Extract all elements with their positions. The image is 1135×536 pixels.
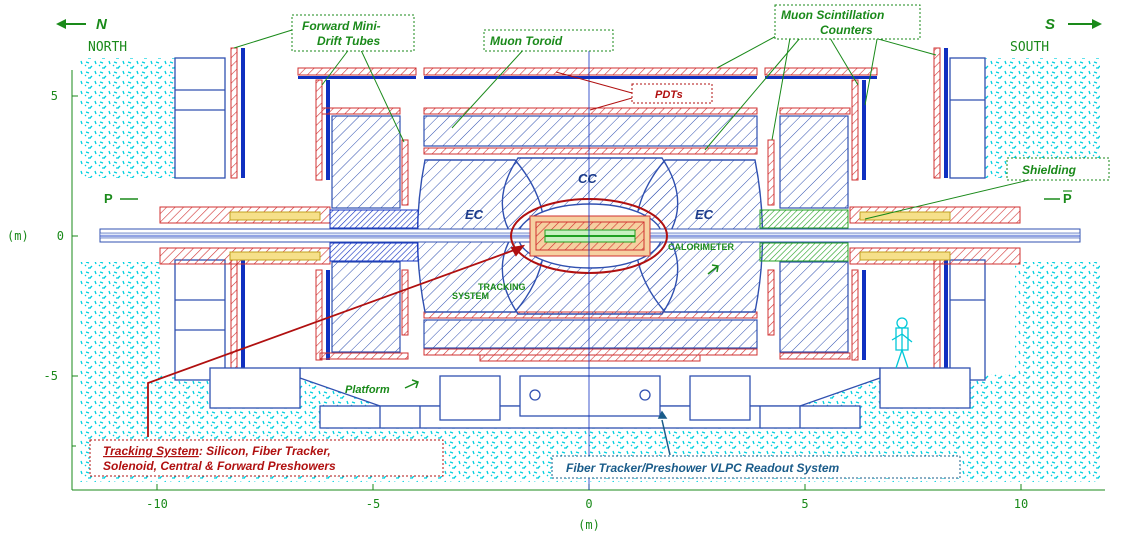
y-axis-label: (m) xyxy=(7,229,29,243)
svg-text:Shielding: Shielding xyxy=(1022,163,1077,177)
south-letter: S xyxy=(1045,16,1055,33)
x-axis-label: (m) xyxy=(578,518,600,532)
vertical-plates xyxy=(230,47,948,381)
proton-label: P xyxy=(104,191,113,206)
x-tick: 10 xyxy=(1014,497,1028,511)
y-tick: 5 xyxy=(51,89,58,103)
callout-fiber-tracker: Fiber Tracker/Preshower VLPC Readout Sys… xyxy=(551,455,961,479)
fiber-leader xyxy=(657,410,671,456)
axes xyxy=(71,40,1105,491)
tracking-label-line1: TRACKING xyxy=(478,282,526,292)
north-arrow-icon xyxy=(56,19,86,29)
north-letter: N xyxy=(96,16,108,33)
callout-muon-toroid: Muon Toroid xyxy=(483,29,614,52)
svg-text:Muon Toroid: Muon Toroid xyxy=(490,34,563,48)
svg-text:Tracking System: Silicon, Fibe: Tracking System: Silicon, Fiber Tracker, xyxy=(103,444,331,458)
y-tick: 0 xyxy=(57,229,64,243)
x-tick: 5 xyxy=(801,497,808,511)
callout-forward-mini-drift-tubes: Forward Mini- Drift Tubes xyxy=(291,14,415,52)
south-arrow-icon xyxy=(1068,19,1102,29)
svg-text:Counters: Counters xyxy=(820,23,873,37)
y-tick: -5 xyxy=(44,369,58,383)
ec-right-label: EC xyxy=(695,207,714,222)
human-figure xyxy=(891,317,913,369)
tracking-leader xyxy=(147,244,526,437)
x-tick: -10 xyxy=(146,497,168,511)
outer-frames xyxy=(174,57,986,381)
north-word: NORTH xyxy=(88,40,127,55)
x-axis-ticks: -10 -5 0 5 10 xyxy=(146,497,1028,511)
tracking-label-line2: SYSTEM xyxy=(452,291,489,301)
muon-toroid-iron xyxy=(331,115,849,353)
svg-text:Muon Scintillation: Muon Scintillation xyxy=(781,8,884,22)
svg-text:Fiber Tracker/Preshower VLPC R: Fiber Tracker/Preshower VLPC Readout Sys… xyxy=(566,461,840,475)
x-tick: -5 xyxy=(366,497,380,511)
svg-text:Drift Tubes: Drift Tubes xyxy=(317,34,380,48)
svg-text:Forward Mini-: Forward Mini- xyxy=(302,19,381,33)
platform xyxy=(209,367,971,429)
y-axis-ticks: 5 0 -5 xyxy=(44,89,64,383)
pdt-leaders xyxy=(555,71,633,111)
platform-pointer-icon xyxy=(404,379,419,389)
south-word: SOUTH xyxy=(1010,40,1049,55)
cc-label: CC xyxy=(578,171,597,186)
callout-muon-scintillation-counters: Muon Scintillation Counters xyxy=(774,4,921,40)
calorimeter-label: CALORIMETER xyxy=(668,242,734,252)
callout-shielding: Shielding xyxy=(1006,157,1110,181)
ec-left-label: EC xyxy=(465,207,484,222)
leader-lines xyxy=(233,29,1051,220)
callout-pdts: PDTs xyxy=(631,83,713,104)
callout-tracking-system: Tracking System: Silicon, Fiber Tracker,… xyxy=(89,439,444,477)
x-tick: 0 xyxy=(585,497,592,511)
svg-text:Solenoid, Central & Forward Pr: Solenoid, Central & Forward Preshowers xyxy=(103,459,336,473)
antiproton-label: P xyxy=(1063,191,1072,206)
svg-text:PDTs: PDTs xyxy=(655,89,683,101)
platform-label: Platform xyxy=(345,384,390,396)
calorimeter-pointer-icon xyxy=(707,264,719,275)
